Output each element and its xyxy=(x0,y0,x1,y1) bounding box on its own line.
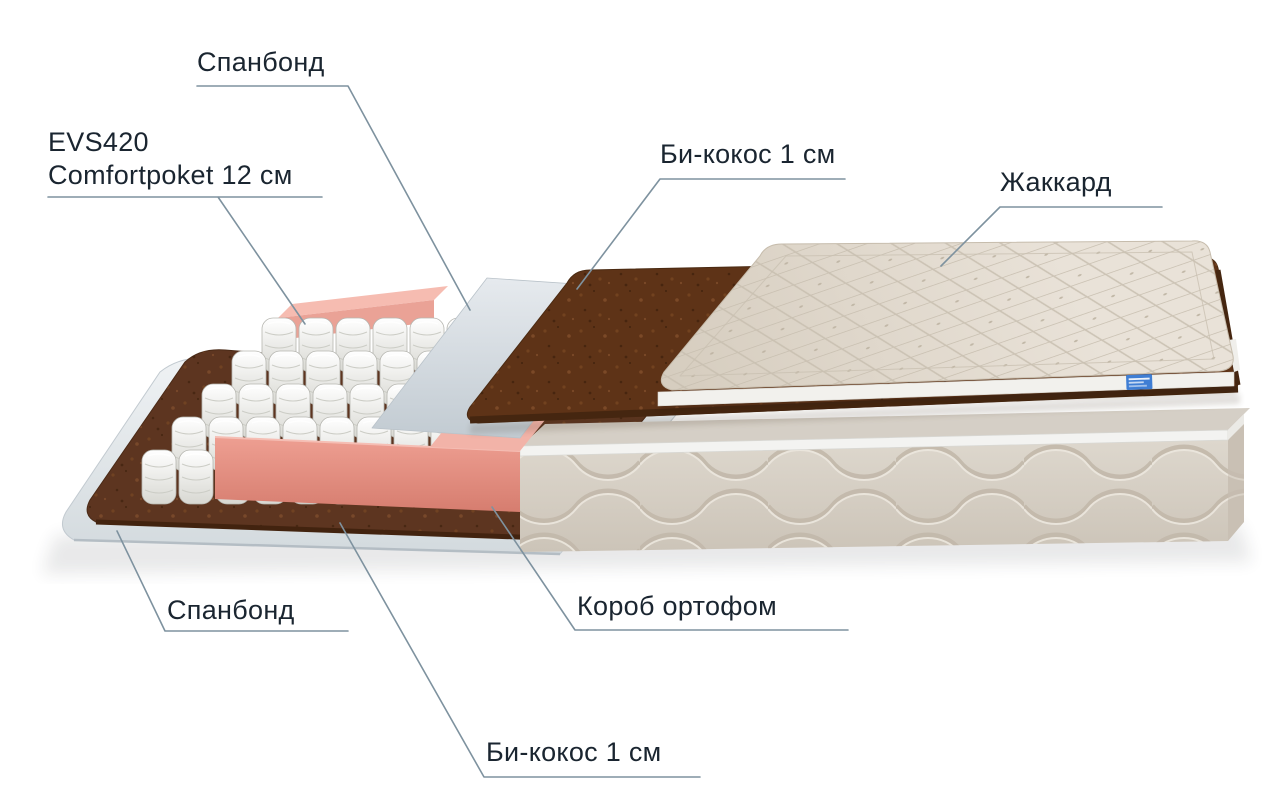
label-bicocos-top: Би-кокос 1 см xyxy=(660,138,836,171)
connector-korob xyxy=(491,506,849,631)
brand-tag xyxy=(1126,374,1153,390)
mattress-body xyxy=(519,408,1250,552)
jacquard-shadow xyxy=(660,386,1236,410)
label-korob: Короб ортофом xyxy=(577,590,777,623)
label-bicocos-bottom: Би-кокос 1 см xyxy=(486,736,662,769)
label-springs-line1: EVS420 xyxy=(48,127,149,157)
connector-jacquard xyxy=(940,206,1163,267)
label-spunbond-bottom: Спанбонд xyxy=(167,594,295,627)
label-jacquard-text: Жаккард xyxy=(1000,167,1112,197)
label-bicocos-bottom-text: Би-кокос 1 см xyxy=(486,737,662,767)
label-jacquard: Жаккард xyxy=(1000,166,1112,199)
jacquard-cover xyxy=(657,240,1240,407)
label-springs: EVS420 Comfortpoket 12 см xyxy=(48,126,293,192)
label-springs-line2: Comfortpoket 12 см xyxy=(48,160,293,190)
label-spunbond-top-text: Спанбонд xyxy=(197,47,325,77)
connector-springs xyxy=(47,196,323,325)
assembly-shadow xyxy=(470,394,1240,434)
label-korob-text: Короб ортофом xyxy=(577,591,777,621)
connector-bicocos-top xyxy=(576,178,846,290)
label-spunbond-bottom-text: Спанбонд xyxy=(167,595,295,625)
connector-spunbond-bottom xyxy=(116,530,349,632)
connector-spunbond-top xyxy=(196,85,471,311)
connector-bicocos-bottom xyxy=(339,522,701,778)
label-spunbond-top: Спанбонд xyxy=(197,46,325,79)
label-bicocos-top-text: Би-кокос 1 см xyxy=(660,139,836,169)
connector-lines xyxy=(47,85,1163,778)
